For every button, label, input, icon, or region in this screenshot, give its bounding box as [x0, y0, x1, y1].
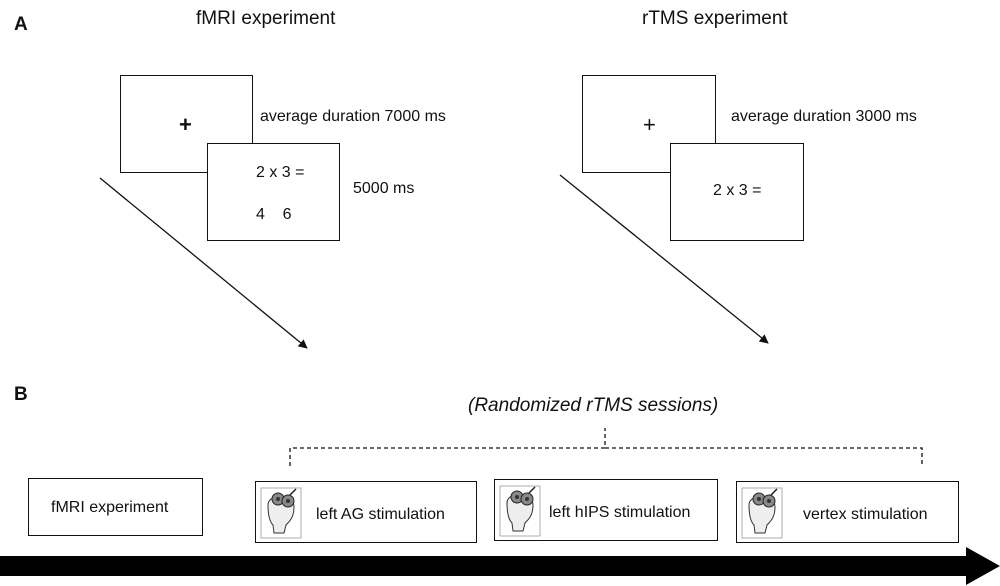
rtms-experiment-title: rTMS experiment [642, 8, 788, 29]
rtms-fixation-duration: average duration 3000 ms [731, 108, 917, 125]
vertex-stimulation-box: vertex stimulation [736, 481, 959, 543]
left-ag-stimulation-box: left AG stimulation [255, 481, 477, 543]
fmri-fixation-duration: average duration 7000 ms [260, 108, 446, 125]
fmri-problem-duration: 5000 ms [353, 180, 415, 197]
left-hips-stimulation-label: left hIPS stimulation [549, 504, 691, 521]
rtms-problem-screen: 2 x 3 = [670, 143, 804, 241]
left-ag-stimulation-label: left AG stimulation [316, 506, 445, 523]
head-coil-icon [260, 487, 302, 539]
fmri-problem-text: 2 x 3 = [256, 164, 305, 181]
session-bracket [289, 428, 923, 466]
head-coil-icon [741, 487, 783, 539]
rtms-fixation-cross: + [643, 112, 656, 137]
fmri-time-arrow [99, 177, 308, 349]
randomized-sessions-label: (Randomized rTMS sessions) [468, 395, 719, 416]
rtms-time-arrow [559, 174, 769, 344]
panel-label-a: A [14, 14, 28, 35]
fmri-experiment-title: fMRI experiment [196, 8, 336, 29]
rtms-problem-text: 2 x 3 = [713, 182, 762, 199]
head-coil-icon [499, 485, 541, 537]
fmri-experiment-box: fMRI experiment [28, 478, 203, 536]
timeline-arrow [0, 547, 1000, 585]
panel-label-b: B [14, 384, 28, 405]
left-hips-stimulation-box: left hIPS stimulation [494, 479, 718, 541]
fmri-experiment-box-label: fMRI experiment [51, 499, 169, 516]
fmri-fixation-cross: + [179, 112, 192, 137]
vertex-stimulation-label: vertex stimulation [803, 506, 928, 523]
fmri-answer-options: 4 6 [256, 206, 292, 223]
fmri-problem-screen: 2 x 3 = 4 6 [207, 143, 340, 241]
